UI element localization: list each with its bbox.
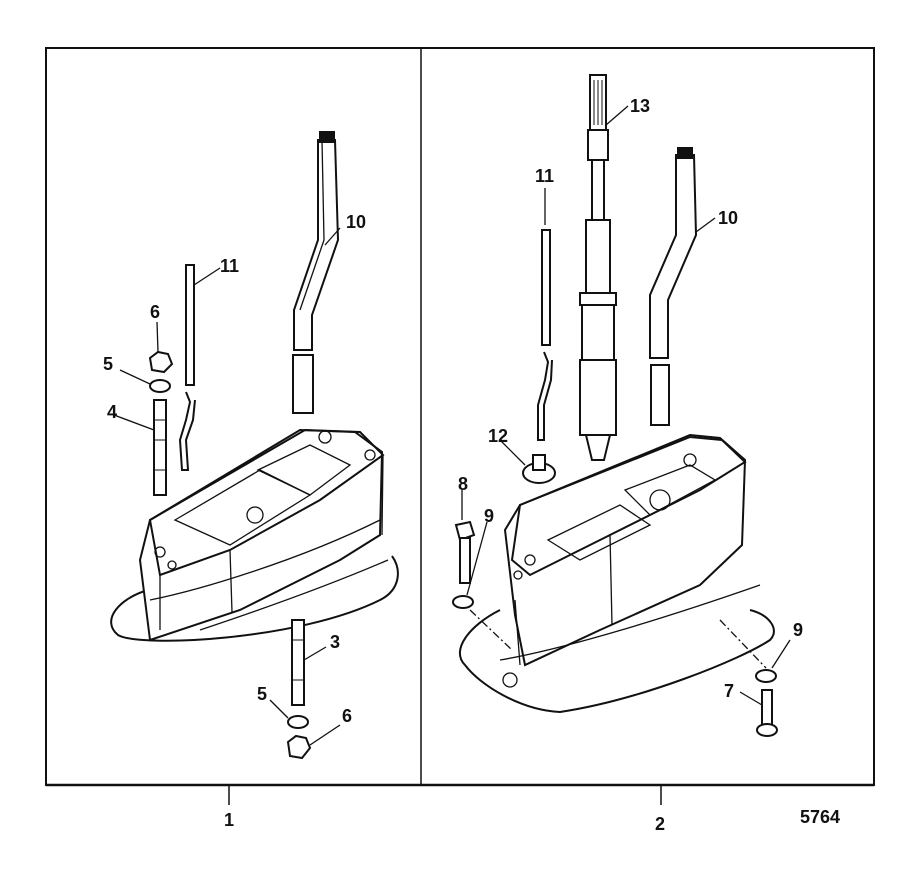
callout-9: 9	[793, 620, 803, 640]
washer-5-top	[149, 379, 171, 393]
callout-4: 4	[107, 402, 117, 422]
panel-2: 13 11 10 12 8 9 9 7	[452, 74, 803, 737]
screw-8	[454, 520, 476, 584]
screw-7	[756, 689, 778, 737]
bushing-12	[522, 454, 556, 484]
callout-9: 9	[484, 506, 494, 526]
gear-housing-1	[110, 428, 399, 642]
shift-rod-2	[537, 229, 553, 441]
callout-10: 10	[718, 208, 738, 228]
stud-3	[291, 619, 305, 706]
callout-10: 10	[346, 212, 366, 232]
gear-housing-2	[459, 433, 775, 714]
callout-6: 6	[150, 302, 160, 322]
panel-caption-1: 1	[224, 810, 234, 830]
callout-11: 11	[220, 256, 239, 276]
nut-6-bottom	[286, 734, 312, 760]
water-tube-2	[649, 147, 698, 426]
callout-leaders-2	[461, 105, 791, 706]
diagram-frame	[45, 47, 875, 805]
callout-8: 8	[458, 474, 468, 494]
callout-12: 12	[488, 426, 508, 446]
callout-13: 13	[630, 96, 650, 116]
stud-4	[153, 399, 167, 496]
callout-leaders-1	[113, 227, 341, 746]
water-tube-1	[292, 131, 340, 414]
figure-id: 5764	[800, 807, 840, 827]
panel-1: 10 11 6 5 4 3 5 6	[103, 131, 399, 760]
callout-7: 7	[724, 681, 734, 701]
panel-caption-2: 2	[655, 814, 665, 834]
callout-6: 6	[342, 706, 352, 726]
shift-rod-1	[178, 264, 196, 471]
nut-6-top	[148, 350, 174, 374]
callout-11: 11	[535, 166, 554, 186]
callout-3: 3	[330, 632, 340, 652]
drive-shaft-13	[579, 74, 617, 461]
washer-9-left	[452, 595, 474, 609]
washer-9-right	[755, 669, 777, 683]
callout-5: 5	[257, 684, 267, 704]
washer-5-bottom	[287, 715, 309, 729]
callout-5: 5	[103, 354, 113, 374]
